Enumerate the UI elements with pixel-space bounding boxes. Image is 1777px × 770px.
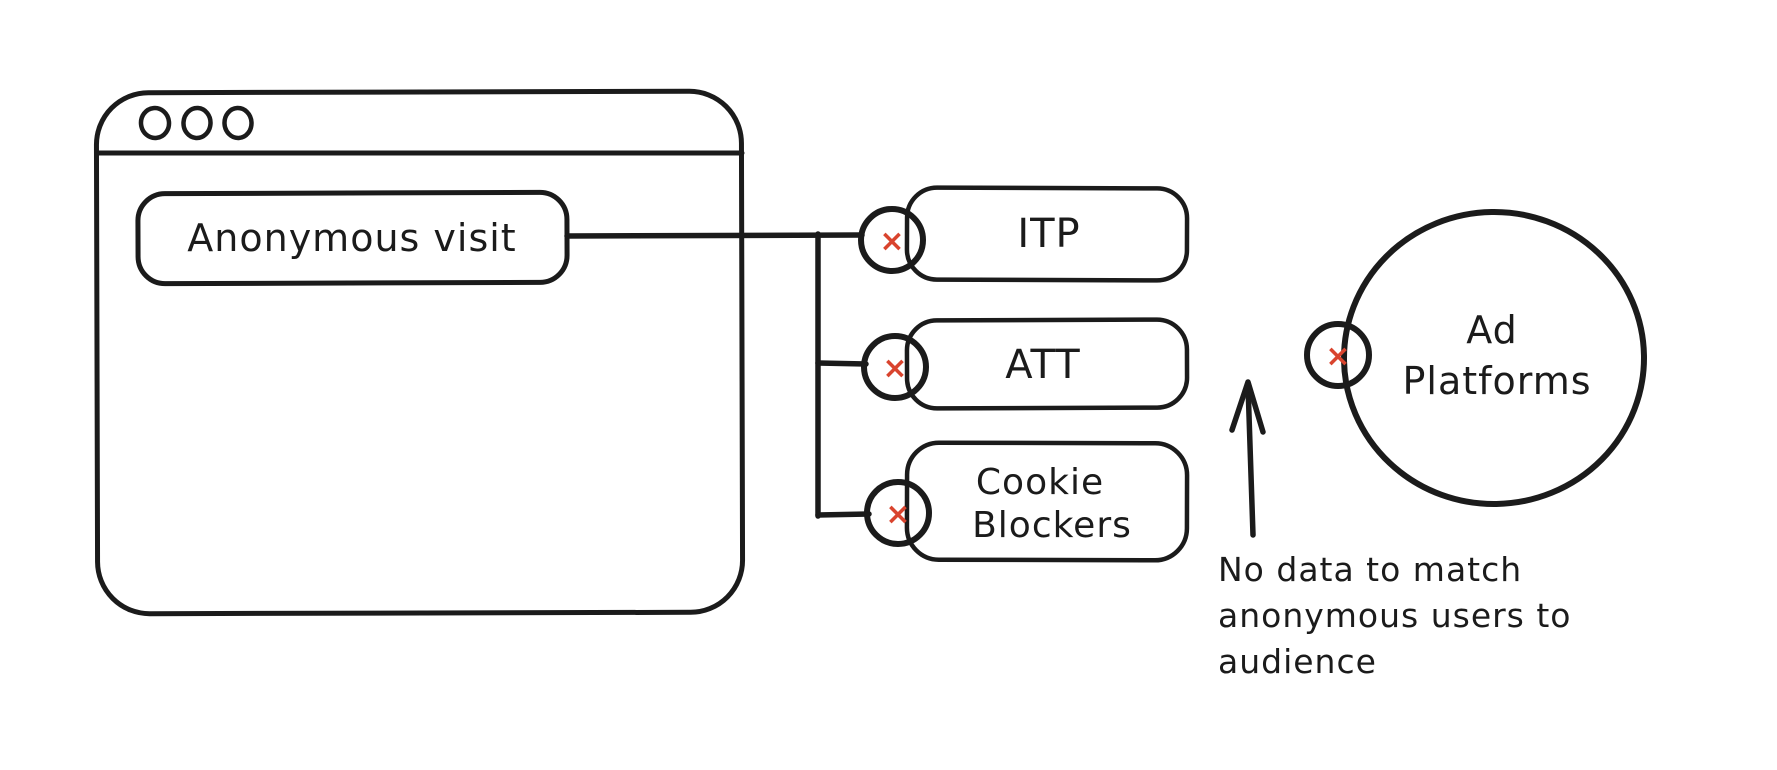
cookie-blockers-label-line2: Blockers xyxy=(972,505,1132,546)
anonymous-visit-node: Anonymous visit xyxy=(135,189,570,287)
itp-node: ITP xyxy=(904,185,1190,283)
connector-lines xyxy=(564,231,872,519)
connector-branch-cookie xyxy=(815,511,872,518)
annotation-text: No data to match anonymous users to audi… xyxy=(1218,550,1572,681)
connector-main xyxy=(564,232,865,239)
window-control-icon xyxy=(222,105,254,141)
browser-window-frame xyxy=(93,88,746,617)
annotation-line1: No data to match xyxy=(1218,550,1522,589)
blocked-badge-att: × xyxy=(861,333,929,401)
window-control-icon xyxy=(181,105,213,141)
blocked-badge-circle xyxy=(1304,321,1372,389)
ad-platforms-label-line1: Ad xyxy=(1466,308,1517,352)
ad-platforms-node: Ad Platforms xyxy=(1341,208,1647,508)
arrow-up-icon xyxy=(1229,379,1266,538)
annotation-line3: audience xyxy=(1218,642,1377,681)
blocked-badge-circle xyxy=(861,333,929,401)
arrow-head xyxy=(1229,379,1266,435)
att-label: ATT xyxy=(1005,342,1080,388)
blocked-badge-circle xyxy=(864,479,932,547)
blocked-badge-itp: × xyxy=(858,206,926,274)
itp-box xyxy=(904,185,1190,283)
arrow-shaft xyxy=(1245,382,1256,538)
anonymous-visit-label: Anonymous visit xyxy=(187,216,516,260)
ad-platforms-circle xyxy=(1341,208,1647,508)
cookie-blockers-label-line1: Cookie xyxy=(976,462,1104,503)
cookie-blockers-box xyxy=(904,440,1190,563)
annotation-line2: anonymous users to xyxy=(1218,596,1572,635)
x-icon: × xyxy=(1325,339,1350,374)
blocked-badge-cookie: × xyxy=(864,479,932,547)
x-icon: × xyxy=(879,224,904,259)
connector-branch-att xyxy=(815,360,869,367)
blocked-badge-circle xyxy=(858,206,926,274)
x-icon: × xyxy=(885,497,910,532)
window-control-icon xyxy=(138,105,172,141)
ad-platforms-label-line2: Platforms xyxy=(1402,359,1591,403)
blocked-badge-ad-platforms: × xyxy=(1304,321,1372,389)
att-box xyxy=(904,317,1190,411)
att-node: ATT xyxy=(904,317,1190,411)
itp-label: ITP xyxy=(1017,211,1080,257)
cookie-blockers-node: Cookie Blockers xyxy=(904,440,1190,563)
browser-window: Anonymous visit xyxy=(93,88,746,617)
x-icon: × xyxy=(882,351,907,386)
